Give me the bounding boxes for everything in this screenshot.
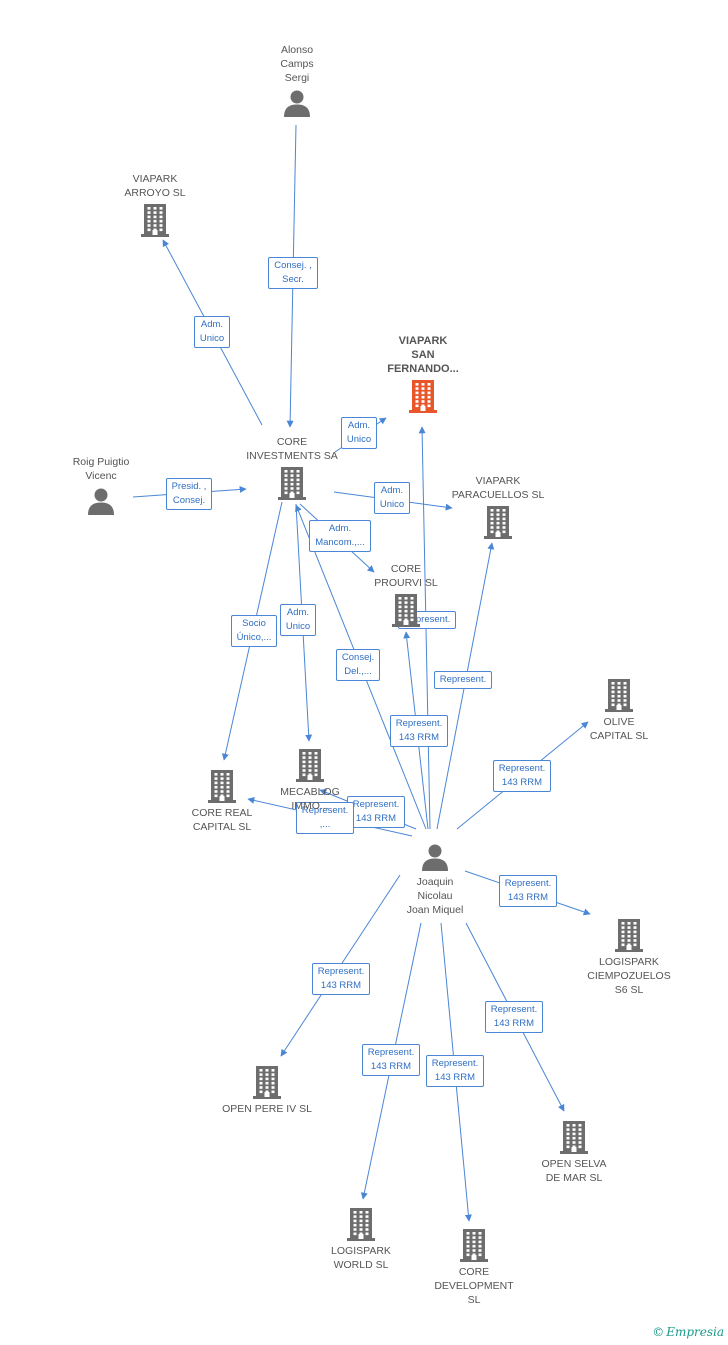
- node-label: OPEN SELVA DE MAR SL: [541, 1158, 607, 1184]
- node-core_prourvi[interactable]: CORE PROURVI SL: [341, 562, 471, 630]
- node-viapark_sf[interactable]: VIAPARK SAN FERNANDO...: [358, 334, 488, 416]
- node-olive[interactable]: OLIVE CAPITAL SL: [554, 675, 684, 743]
- edge-label[interactable]: Adm. Mancom.,...: [309, 520, 371, 552]
- edge-label[interactable]: Represent. 143 RRM: [498, 875, 558, 907]
- node-open_pere[interactable]: OPEN PERE IV SL: [202, 1062, 332, 1116]
- building-icon: [564, 918, 694, 952]
- building-icon: [409, 1228, 539, 1262]
- node-label: CORE PROURVI SL: [374, 563, 438, 589]
- edge-label[interactable]: Presid. , Consej.: [165, 478, 213, 510]
- edge-label[interactable]: Represent. 143 RRM: [425, 1055, 485, 1087]
- building-icon: [554, 678, 684, 712]
- building-icon: [90, 203, 220, 237]
- building-icon: [202, 1065, 332, 1099]
- node-viapark_arroyo[interactable]: VIAPARK ARROYO SL: [90, 172, 220, 240]
- node-label: LOGISPARK WORLD SL: [331, 1245, 391, 1271]
- edge-label[interactable]: Represent. 143 RRM: [311, 963, 371, 995]
- node-alonso[interactable]: Alonso Camps Sergi: [232, 43, 362, 121]
- node-label: CORE REAL CAPITAL SL: [191, 807, 253, 833]
- node-label: MECABLOG IMMO...: [280, 786, 340, 812]
- edge-label[interactable]: Adm. Unico: [340, 417, 378, 449]
- edge-label[interactable]: Represent. 143 RRM: [361, 1044, 421, 1076]
- edge-label[interactable]: Socio Único,...: [230, 615, 278, 647]
- node-label: VIAPARK SAN FERNANDO...: [387, 335, 459, 375]
- edge-label[interactable]: Represent. 143 RRM: [389, 715, 449, 747]
- building-icon: [358, 379, 488, 413]
- building-icon: [245, 748, 375, 782]
- edge-label[interactable]: Adm. Unico: [279, 604, 317, 636]
- node-mecablog[interactable]: MECABLOG IMMO...: [245, 745, 375, 813]
- edge-label[interactable]: Consej. , Secr.: [268, 257, 318, 289]
- edge-label[interactable]: Represent. 143 RRM: [492, 760, 552, 792]
- node-label: VIAPARK ARROYO SL: [124, 173, 186, 199]
- node-roig[interactable]: Roig Puigtio Vicenc: [36, 455, 166, 519]
- node-label: OPEN PERE IV SL: [222, 1103, 312, 1115]
- node-joaquin[interactable]: Joaquin Nicolau Joan Miquel: [370, 839, 500, 917]
- node-core_inv[interactable]: CORE INVESTMENTS SA: [227, 435, 357, 503]
- node-logispark_world[interactable]: LOGISPARK WORLD SL: [296, 1204, 426, 1272]
- edge-label[interactable]: Adm. Unico: [373, 482, 411, 514]
- node-label: Roig Puigtio Vicenc: [72, 456, 130, 482]
- node-label: Alonso Camps Sergi: [280, 44, 314, 84]
- edge-label[interactable]: Represent.: [433, 671, 493, 689]
- building-icon: [509, 1120, 639, 1154]
- person-icon: [36, 486, 166, 516]
- edge-label[interactable]: Adm. Unico: [193, 316, 231, 348]
- building-icon: [157, 769, 287, 803]
- node-open_selva[interactable]: OPEN SELVA DE MAR SL: [509, 1117, 639, 1185]
- node-label: VIAPARK PARACUELLOS SL: [451, 475, 545, 501]
- building-icon: [341, 593, 471, 627]
- node-label: LOGISPARK CIEMPOZUELOS S6 SL: [587, 956, 671, 996]
- node-label: CORE DEVELOPMENT SL: [434, 1266, 514, 1306]
- node-viapark_para[interactable]: VIAPARK PARACUELLOS SL: [433, 474, 563, 542]
- person-icon: [370, 842, 500, 872]
- edge-label[interactable]: Consej. Del.,...: [335, 649, 381, 681]
- node-core_real[interactable]: CORE REAL CAPITAL SL: [157, 766, 287, 834]
- building-icon: [296, 1207, 426, 1241]
- copyright-icon: ©: [652, 1325, 665, 1339]
- node-label: OLIVE CAPITAL SL: [589, 716, 649, 742]
- edge-label[interactable]: Represent. ,...: [295, 802, 355, 834]
- node-label: CORE INVESTMENTS SA: [246, 436, 338, 462]
- node-logispark_ciemp[interactable]: LOGISPARK CIEMPOZUELOS S6 SL: [564, 915, 694, 997]
- building-icon: [227, 466, 357, 500]
- brand-name: Empresia: [666, 1325, 724, 1339]
- edge-label[interactable]: Represent. 143 RRM: [346, 796, 406, 828]
- person-icon: [232, 88, 362, 118]
- node-core_dev[interactable]: CORE DEVELOPMENT SL: [409, 1225, 539, 1307]
- building-icon: [433, 505, 563, 539]
- edge-label[interactable]: Represent. 143 RRM: [484, 1001, 544, 1033]
- node-label: Joaquin Nicolau Joan Miquel: [406, 876, 464, 916]
- empresia-brand[interactable]: ©Empresia: [652, 1325, 724, 1339]
